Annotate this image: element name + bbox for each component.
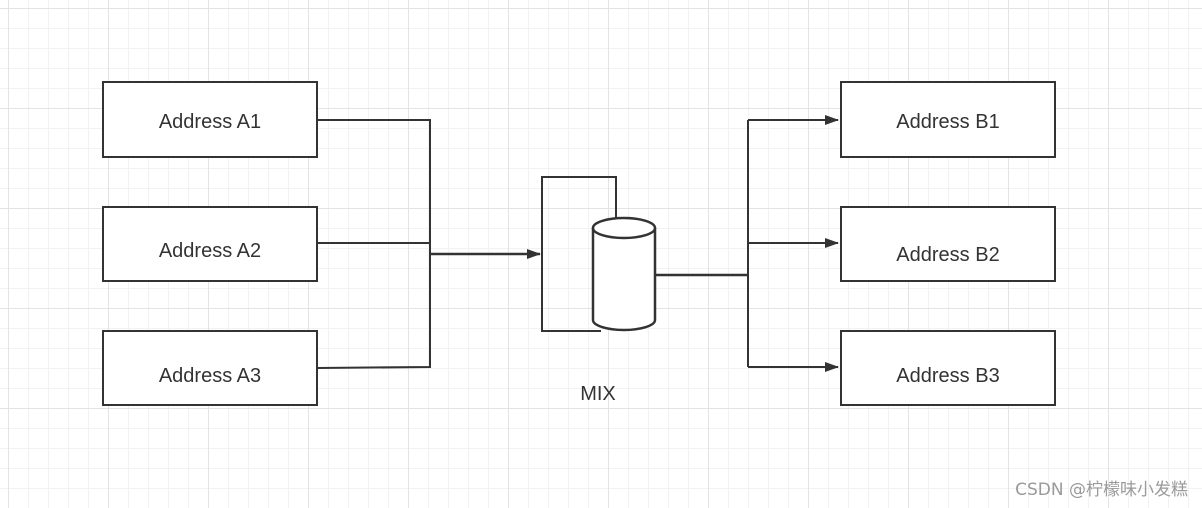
source-node-a1: Address A1 xyxy=(102,81,318,158)
source-node-a2: Address A2 xyxy=(102,206,318,282)
source-node-a3: Address A3 xyxy=(102,330,318,406)
mixer-label: MIX xyxy=(580,383,616,405)
source-label-a1: Address A1 xyxy=(159,111,261,133)
target-node-b1: Address B1 xyxy=(840,81,1056,158)
source-connectors xyxy=(317,119,431,369)
watermark: CSDN @柠檬味小发糕 xyxy=(1015,480,1188,500)
mixer-node xyxy=(541,176,657,332)
source-label-a3: Address A3 xyxy=(159,365,261,387)
source-label-a2: Address A2 xyxy=(159,240,261,262)
target-label-b1: Address B1 xyxy=(896,111,999,133)
server-icon xyxy=(541,176,617,332)
target-connectors xyxy=(655,120,749,367)
target-label-b3: Address B3 xyxy=(896,365,999,387)
target-node-b2: Address B2 xyxy=(840,206,1056,282)
target-label-b2: Address B2 xyxy=(896,244,999,266)
database-icon xyxy=(591,216,657,332)
target-node-b3: Address B3 xyxy=(840,330,1056,406)
